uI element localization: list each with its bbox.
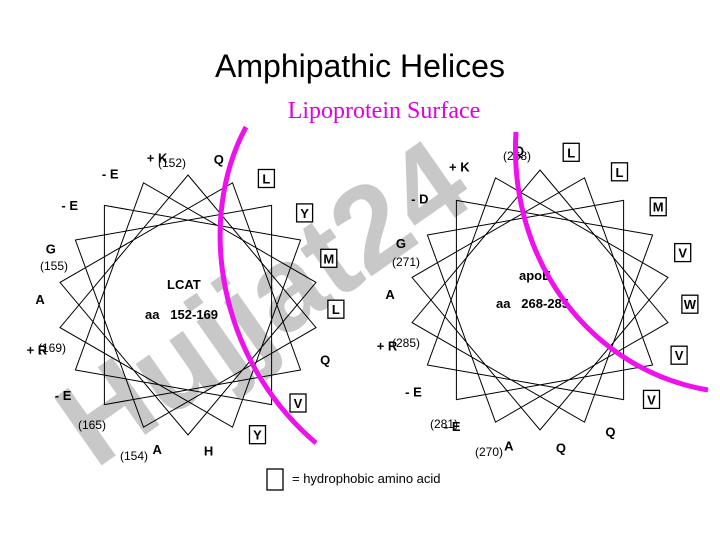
lcat-wheel-star — [59, 174, 317, 436]
apoe-number-285: (285) — [392, 336, 420, 350]
residue-label: + K — [449, 160, 470, 175]
residue-label: V — [675, 348, 684, 363]
residue-label: M — [653, 200, 664, 215]
legend-text: = hydrophobic amino acid — [292, 471, 441, 486]
residue-label: V — [294, 396, 303, 411]
residue-label: V — [647, 392, 656, 407]
hydrophobic-box — [674, 242, 692, 263]
lcat-surface-arc — [217, 125, 318, 445]
residue-label: M — [323, 251, 334, 266]
residue-label: Q — [320, 352, 330, 367]
residue-label: Y — [253, 428, 262, 443]
residue-label: H — [204, 444, 213, 459]
residue-label: L — [262, 172, 270, 187]
page-subtitle: Lipoprotein Surface — [287, 98, 481, 124]
page-title: Amphipathic Helices — [215, 48, 505, 84]
lcat-number-152: (152) — [158, 156, 186, 170]
apoe-surface-arc — [512, 131, 709, 393]
hydrophobic-box — [289, 393, 307, 413]
residue-label: L — [616, 165, 624, 180]
residue-label: L — [567, 145, 575, 160]
lcat-range: aa 152-169 — [145, 307, 218, 322]
hydrophobic-box — [320, 248, 338, 268]
residue-label: Q — [514, 144, 524, 159]
lcat-label: LCAT — [167, 277, 201, 292]
lcat-residues: Q L Y M L Q V Y H A - E + R A G - E - E + K — [27, 150, 345, 459]
apoe-number-281: (281) — [430, 417, 458, 431]
hydrophobic-box — [610, 162, 629, 182]
hydrophobic-box — [681, 294, 699, 314]
hydrophobic-box — [295, 203, 314, 223]
residue-label: Y — [300, 206, 309, 221]
residue-label: - E — [405, 384, 422, 399]
apoe-wheel-star — [411, 169, 669, 431]
residue-label: Q — [605, 424, 615, 439]
residue-label: L — [332, 302, 340, 317]
apoe-number-271: (271) — [392, 255, 420, 269]
hydrophobic-box — [248, 425, 267, 445]
residue-label: + K — [147, 150, 168, 165]
hydrophobic-box — [327, 299, 345, 319]
residue-label: - D — [411, 192, 428, 207]
hydrophobic-box — [670, 345, 688, 365]
apoe-range: aa 268-285 — [496, 296, 569, 311]
residue-label: - E — [102, 166, 119, 181]
hydrophobic-box — [257, 168, 276, 189]
residue-label: V — [678, 246, 687, 261]
hydrophobic-box — [649, 197, 667, 217]
residue-label: G — [46, 242, 56, 257]
residue-label: A — [504, 439, 514, 454]
residue-label: W — [684, 297, 697, 312]
residue-label: A — [385, 287, 395, 302]
apoe-number-270: (270) — [475, 445, 503, 459]
hydrophobic-box — [642, 389, 661, 410]
apoe-residues: L L M V W V V Q Q A - E - E + R A G - D + K Q — [377, 142, 699, 456]
legend-box — [266, 468, 284, 491]
residue-label: - E — [444, 419, 461, 434]
lcat-number-155: (155) — [40, 259, 68, 273]
residue-label: + R — [377, 338, 398, 353]
hydrophobic-box — [562, 142, 580, 162]
residue-label: - E — [61, 198, 78, 213]
lcat-helical-wheel: LCAT aa 152-169 Q L Y M L Q V Y H A - E + R A G - E - E… — [27, 150, 345, 463]
residue-label: A — [35, 292, 45, 307]
residue-label: Q — [214, 152, 224, 167]
lcat-number-154: (154) — [120, 449, 148, 463]
lcat-number-165: (165) — [78, 418, 106, 432]
residue-label: Q — [556, 441, 566, 456]
residue-label: A — [153, 442, 163, 457]
residue-label: + R — [27, 343, 48, 358]
residue-label: G — [396, 236, 406, 251]
lcat-number-169: (169) — [38, 341, 66, 355]
residue-label: - E — [55, 388, 72, 403]
